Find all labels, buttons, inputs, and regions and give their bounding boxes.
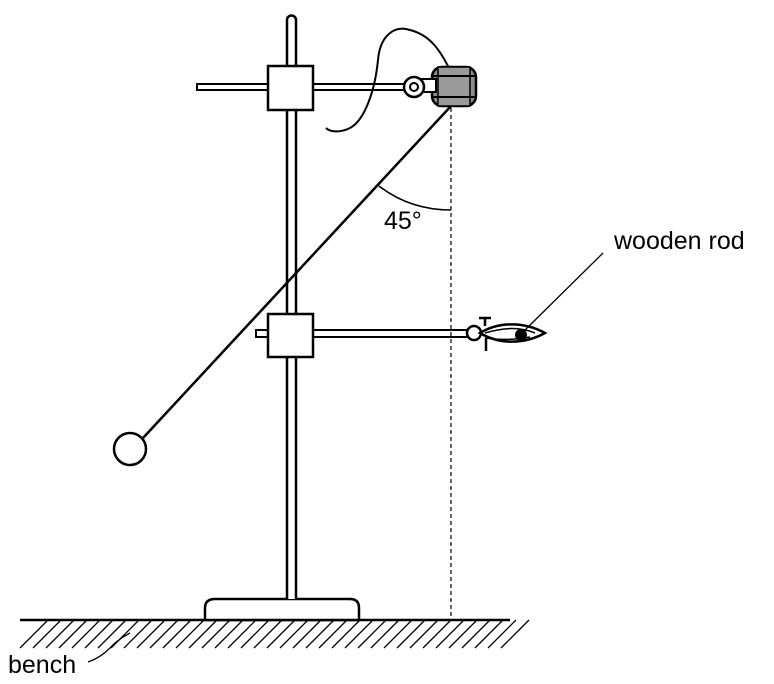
hatch-line [292, 619, 322, 649]
hatch-line [58, 619, 88, 649]
bench-hatching [19, 619, 530, 649]
hatch-line [136, 619, 166, 649]
hatch-line [149, 619, 179, 649]
top-boss [266, 64, 315, 112]
hatch-line [227, 619, 257, 649]
suspension-thread-loop [325, 27, 451, 133]
hatch-line [201, 619, 231, 649]
hatch-line [370, 619, 400, 649]
hatch-line [383, 619, 413, 649]
hatch-line [240, 619, 270, 649]
hatch-line [71, 619, 101, 649]
hatch-line [97, 619, 127, 649]
wooden-rod-leader [522, 252, 604, 333]
bench-label: bench [8, 651, 76, 679]
pulley-clamp [421, 65, 478, 108]
hatch-line [175, 619, 205, 649]
hatch-line [344, 619, 374, 649]
hatch-line [357, 619, 387, 649]
hatch-line [331, 619, 361, 649]
stand-base [203, 597, 361, 622]
hatch-line [435, 619, 465, 649]
hatch-line [396, 619, 426, 649]
hatch-line [32, 619, 62, 649]
hatch-line [474, 619, 504, 649]
hatch-line [305, 619, 335, 649]
hatch-line [188, 619, 218, 649]
hatch-line [318, 619, 348, 649]
pendulum-string [142, 105, 452, 439]
pendulum-bob [112, 431, 148, 467]
wooden-rod-label: wooden rod [613, 227, 745, 255]
hatch-line [84, 619, 114, 649]
hatch-line [422, 619, 452, 649]
angle-label: 45° [384, 207, 422, 235]
wooden-rod-section [515, 329, 527, 341]
hatch-line [500, 619, 530, 649]
bench-leader [87, 632, 131, 663]
hatch-line [487, 619, 517, 649]
hatch-line [409, 619, 439, 649]
angle-arc [378, 185, 452, 211]
hatch-line [448, 619, 478, 649]
hatch-line [123, 619, 153, 649]
wing-nut [402, 75, 426, 99]
hatch-line [253, 619, 283, 649]
hatch-line [45, 619, 75, 649]
hatch-line [461, 619, 491, 649]
hatch-line [266, 619, 296, 649]
hatch-line [19, 619, 49, 649]
hatch-line [162, 619, 192, 649]
crocodile-clip [465, 316, 548, 351]
hatch-line [214, 619, 244, 649]
hatch-line [110, 619, 140, 649]
stand-rod [285, 14, 298, 599]
middle-boss [266, 312, 315, 359]
hatch-line [279, 619, 309, 649]
